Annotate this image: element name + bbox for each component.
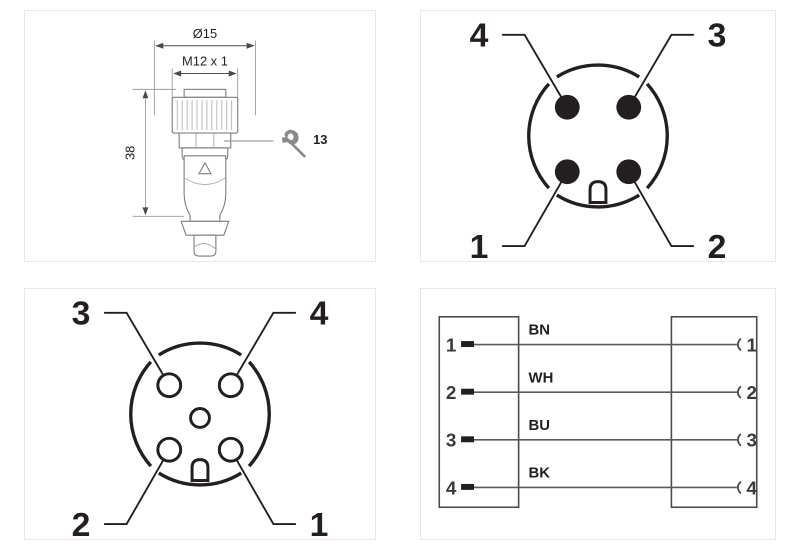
contact-socket-center bbox=[189, 407, 211, 429]
left-pin-marker bbox=[461, 436, 474, 443]
connector-outline-male bbox=[527, 63, 669, 209]
arrow-bottom-length bbox=[142, 207, 149, 216]
label-length: 38 bbox=[123, 146, 138, 160]
left-terminal-number: 2 bbox=[446, 382, 456, 403]
label-thread: M12 x 1 bbox=[182, 54, 228, 69]
contact-socket-2 bbox=[156, 436, 183, 463]
connection-row-1: 1 1 BN bbox=[446, 323, 757, 356]
left-terminal-number: 1 bbox=[446, 335, 456, 356]
pin-label-top-left: 3 bbox=[72, 295, 91, 333]
overmold-outline bbox=[183, 155, 227, 222]
contact-pin-4 bbox=[554, 94, 580, 120]
arrow-right-thread bbox=[228, 70, 237, 77]
leader-lines-male bbox=[501, 33, 695, 248]
right-terminal-block bbox=[670, 315, 758, 509]
left-terminal-number: 3 bbox=[446, 430, 456, 451]
right-socket-marker bbox=[736, 385, 742, 399]
keyway-notch bbox=[588, 180, 608, 204]
right-terminal-number: 2 bbox=[747, 382, 757, 403]
contact-socket-1 bbox=[217, 436, 244, 463]
contact-pin-2 bbox=[616, 159, 642, 185]
label-outer-diameter: Ø15 bbox=[193, 26, 217, 41]
left-terminal-number: 4 bbox=[446, 477, 457, 498]
triangle-marking bbox=[198, 161, 212, 175]
right-socket-marker bbox=[736, 337, 742, 352]
connector-outline-female bbox=[129, 341, 271, 487]
left-pin-marker bbox=[461, 483, 474, 490]
right-terminal-number: 1 bbox=[747, 335, 757, 356]
panel-female-connector-face: 3 4 2 1 bbox=[24, 288, 376, 540]
arrow-left-thread bbox=[173, 70, 182, 77]
right-socket-marker bbox=[736, 480, 742, 494]
cable-cut-mark bbox=[193, 243, 217, 250]
wire-color-label: BU bbox=[529, 418, 551, 434]
leader-lines-female bbox=[103, 311, 297, 526]
pin-label-top-left: 4 bbox=[470, 17, 489, 55]
panel-wiring-diagram: 1 1 BN 2 2 WH 3 3 BU bbox=[420, 288, 776, 540]
strain-relief-flange bbox=[180, 220, 230, 236]
cable-stub bbox=[193, 234, 217, 257]
wrench-flat-divisions bbox=[195, 133, 215, 148]
contact-socket-4 bbox=[217, 372, 244, 399]
pin-label-bottom-left: 2 bbox=[72, 506, 91, 539]
left-pin-marker bbox=[461, 341, 474, 348]
overmold-body bbox=[180, 155, 230, 257]
dimension-length bbox=[132, 88, 185, 217]
overmold-seam bbox=[183, 177, 227, 186]
pin-label-bottom-right: 1 bbox=[310, 506, 329, 539]
label-wrench-size: 13 bbox=[313, 132, 327, 147]
panel-male-connector-face: 4 3 1 2 bbox=[420, 10, 776, 262]
pin-label-bottom-left: 1 bbox=[470, 228, 489, 261]
connection-row-2: 2 2 WH bbox=[446, 370, 757, 403]
keyway-notch bbox=[190, 458, 210, 482]
contact-pin-1 bbox=[554, 159, 580, 185]
wire-color-label: BN bbox=[529, 323, 551, 339]
panel-dimension-drawing: Ø15 M12 x 1 38 bbox=[24, 10, 376, 262]
right-terminal-number: 4 bbox=[747, 477, 758, 498]
left-terminal-block bbox=[438, 315, 520, 509]
right-terminal-number: 3 bbox=[747, 430, 757, 451]
connection-row-4: 4 4 BK bbox=[446, 465, 758, 498]
pin-label-top-right: 3 bbox=[708, 17, 727, 55]
wrench-flats bbox=[178, 132, 232, 149]
right-socket-marker bbox=[736, 433, 742, 447]
pin-label-bottom-right: 2 bbox=[708, 228, 727, 261]
contact-socket-3 bbox=[156, 372, 183, 399]
contact-pin-3 bbox=[616, 94, 642, 120]
wire-color-label: WH bbox=[529, 370, 554, 386]
left-pin-marker bbox=[461, 388, 474, 395]
connector-top-cap bbox=[183, 88, 227, 98]
arrow-left-od bbox=[155, 42, 164, 49]
wrench-icon bbox=[281, 129, 306, 158]
arrow-top-length bbox=[142, 90, 149, 99]
wire-color-label: BK bbox=[529, 465, 551, 481]
knurl-ribs bbox=[176, 100, 233, 131]
pin-label-top-right: 4 bbox=[310, 295, 329, 333]
connection-row-3: 3 3 BU bbox=[446, 418, 757, 451]
arrow-right-od bbox=[246, 42, 255, 49]
